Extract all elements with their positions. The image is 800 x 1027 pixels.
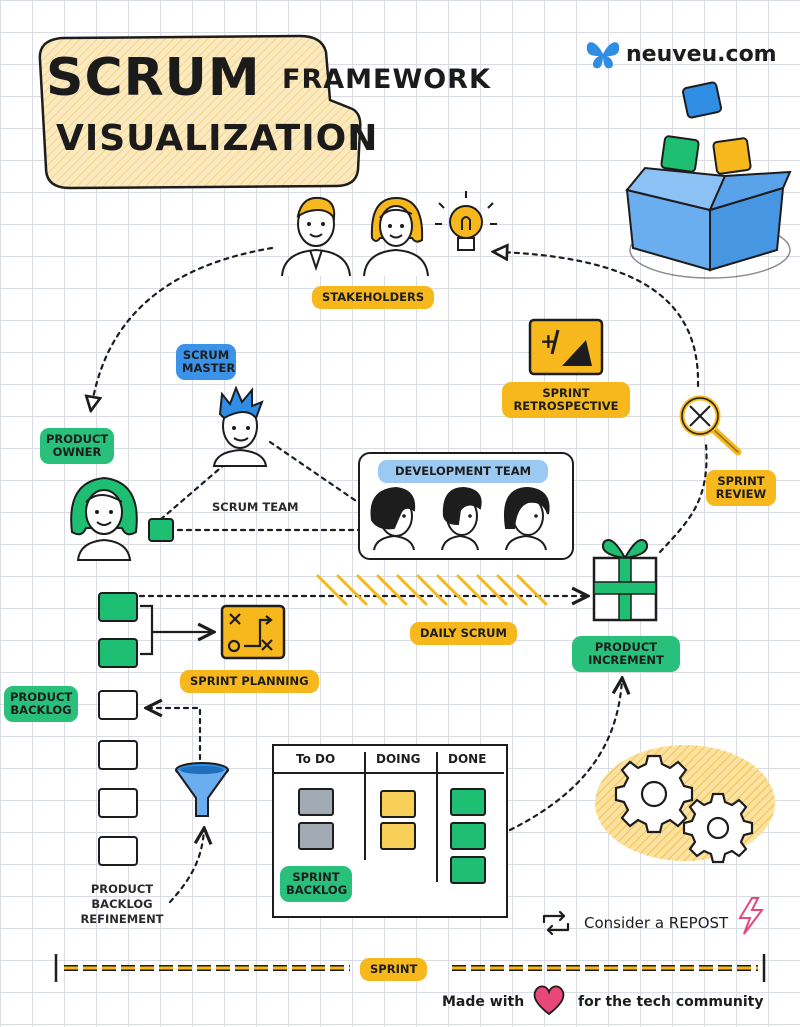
backlog-item-2 [98, 638, 138, 668]
board-col-divider-2 [436, 752, 438, 882]
board-col-done: DONE [448, 752, 487, 766]
sprint-planning-label: SPRINT PLANNING [180, 670, 319, 693]
development-team-label: DEVELOPMENT TEAM [378, 460, 548, 483]
made-with-text: Made with [442, 994, 525, 1010]
tech-community-text: for the tech community [578, 994, 764, 1010]
board-col-doing: DOING [376, 752, 421, 766]
board-col-divider-1 [364, 752, 366, 860]
development-team-illustration [370, 486, 550, 551]
butterfly-icon [586, 42, 620, 69]
scrum-master-label: SCRUM MASTER [176, 344, 236, 380]
product-increment-label: PRODUCT INCREMENT [572, 636, 680, 672]
scrum-team-label: SCRUM TEAM [212, 500, 299, 514]
product-backlog-refinement-label: PRODUCT BACKLOG REFINEMENT [80, 882, 164, 926]
sprint-review-label: SPRINT REVIEW [706, 470, 776, 506]
board-card [450, 856, 486, 884]
board-card [298, 788, 334, 816]
board-card [450, 788, 486, 816]
magnifier-icon [679, 395, 742, 456]
title-visualization: VISUALIZATION [56, 118, 379, 159]
brand-domain: neuveu.com [626, 42, 777, 67]
board-col-todo: To DO [296, 752, 336, 766]
scrum-master-illustration [212, 385, 268, 467]
sprint-label: SPRINT [360, 958, 428, 981]
product-owner-item [148, 518, 174, 542]
backlog-item-4 [98, 740, 138, 770]
product-owner-label: PRODUCT OWNER [40, 428, 114, 464]
stakeholders-label: STAKEHOLDERS [312, 286, 435, 309]
daily-scrum-label: DAILY SCRUM [410, 622, 517, 645]
sprint-planning-icon [220, 604, 286, 660]
board-card [380, 790, 416, 818]
retrospective-icon: + [528, 318, 604, 376]
board-card [450, 822, 486, 850]
backlog-item-5 [98, 788, 138, 818]
product-owner-illustration [70, 476, 138, 561]
board-card [298, 822, 334, 850]
title-framework: FRAMEWORK [282, 64, 491, 95]
gift-icon [592, 539, 658, 622]
sprint-backlog-label: SPRINT BACKLOG [280, 866, 352, 902]
backlog-item-3 [98, 690, 138, 720]
repost-text[interactable]: Consider a REPOST [584, 914, 729, 932]
open-box-illustration [625, 81, 792, 279]
stakeholders-illustration [281, 191, 497, 277]
funnel-icon [175, 762, 229, 817]
title-scrum: SCRUM [46, 48, 261, 108]
board-header-divider [272, 772, 504, 774]
sprint-retrospective-label: SPRINT RETROSPECTIVE [502, 382, 630, 418]
gears-illustration [595, 745, 775, 864]
product-backlog-label: PRODUCT BACKLOG [4, 686, 78, 722]
heart-icon [533, 985, 565, 1016]
backlog-item-1 [98, 592, 138, 622]
board-card [380, 822, 416, 850]
repost-icon[interactable] [540, 910, 572, 936]
lightning-icon [738, 897, 764, 935]
backlog-item-6 [98, 836, 138, 866]
